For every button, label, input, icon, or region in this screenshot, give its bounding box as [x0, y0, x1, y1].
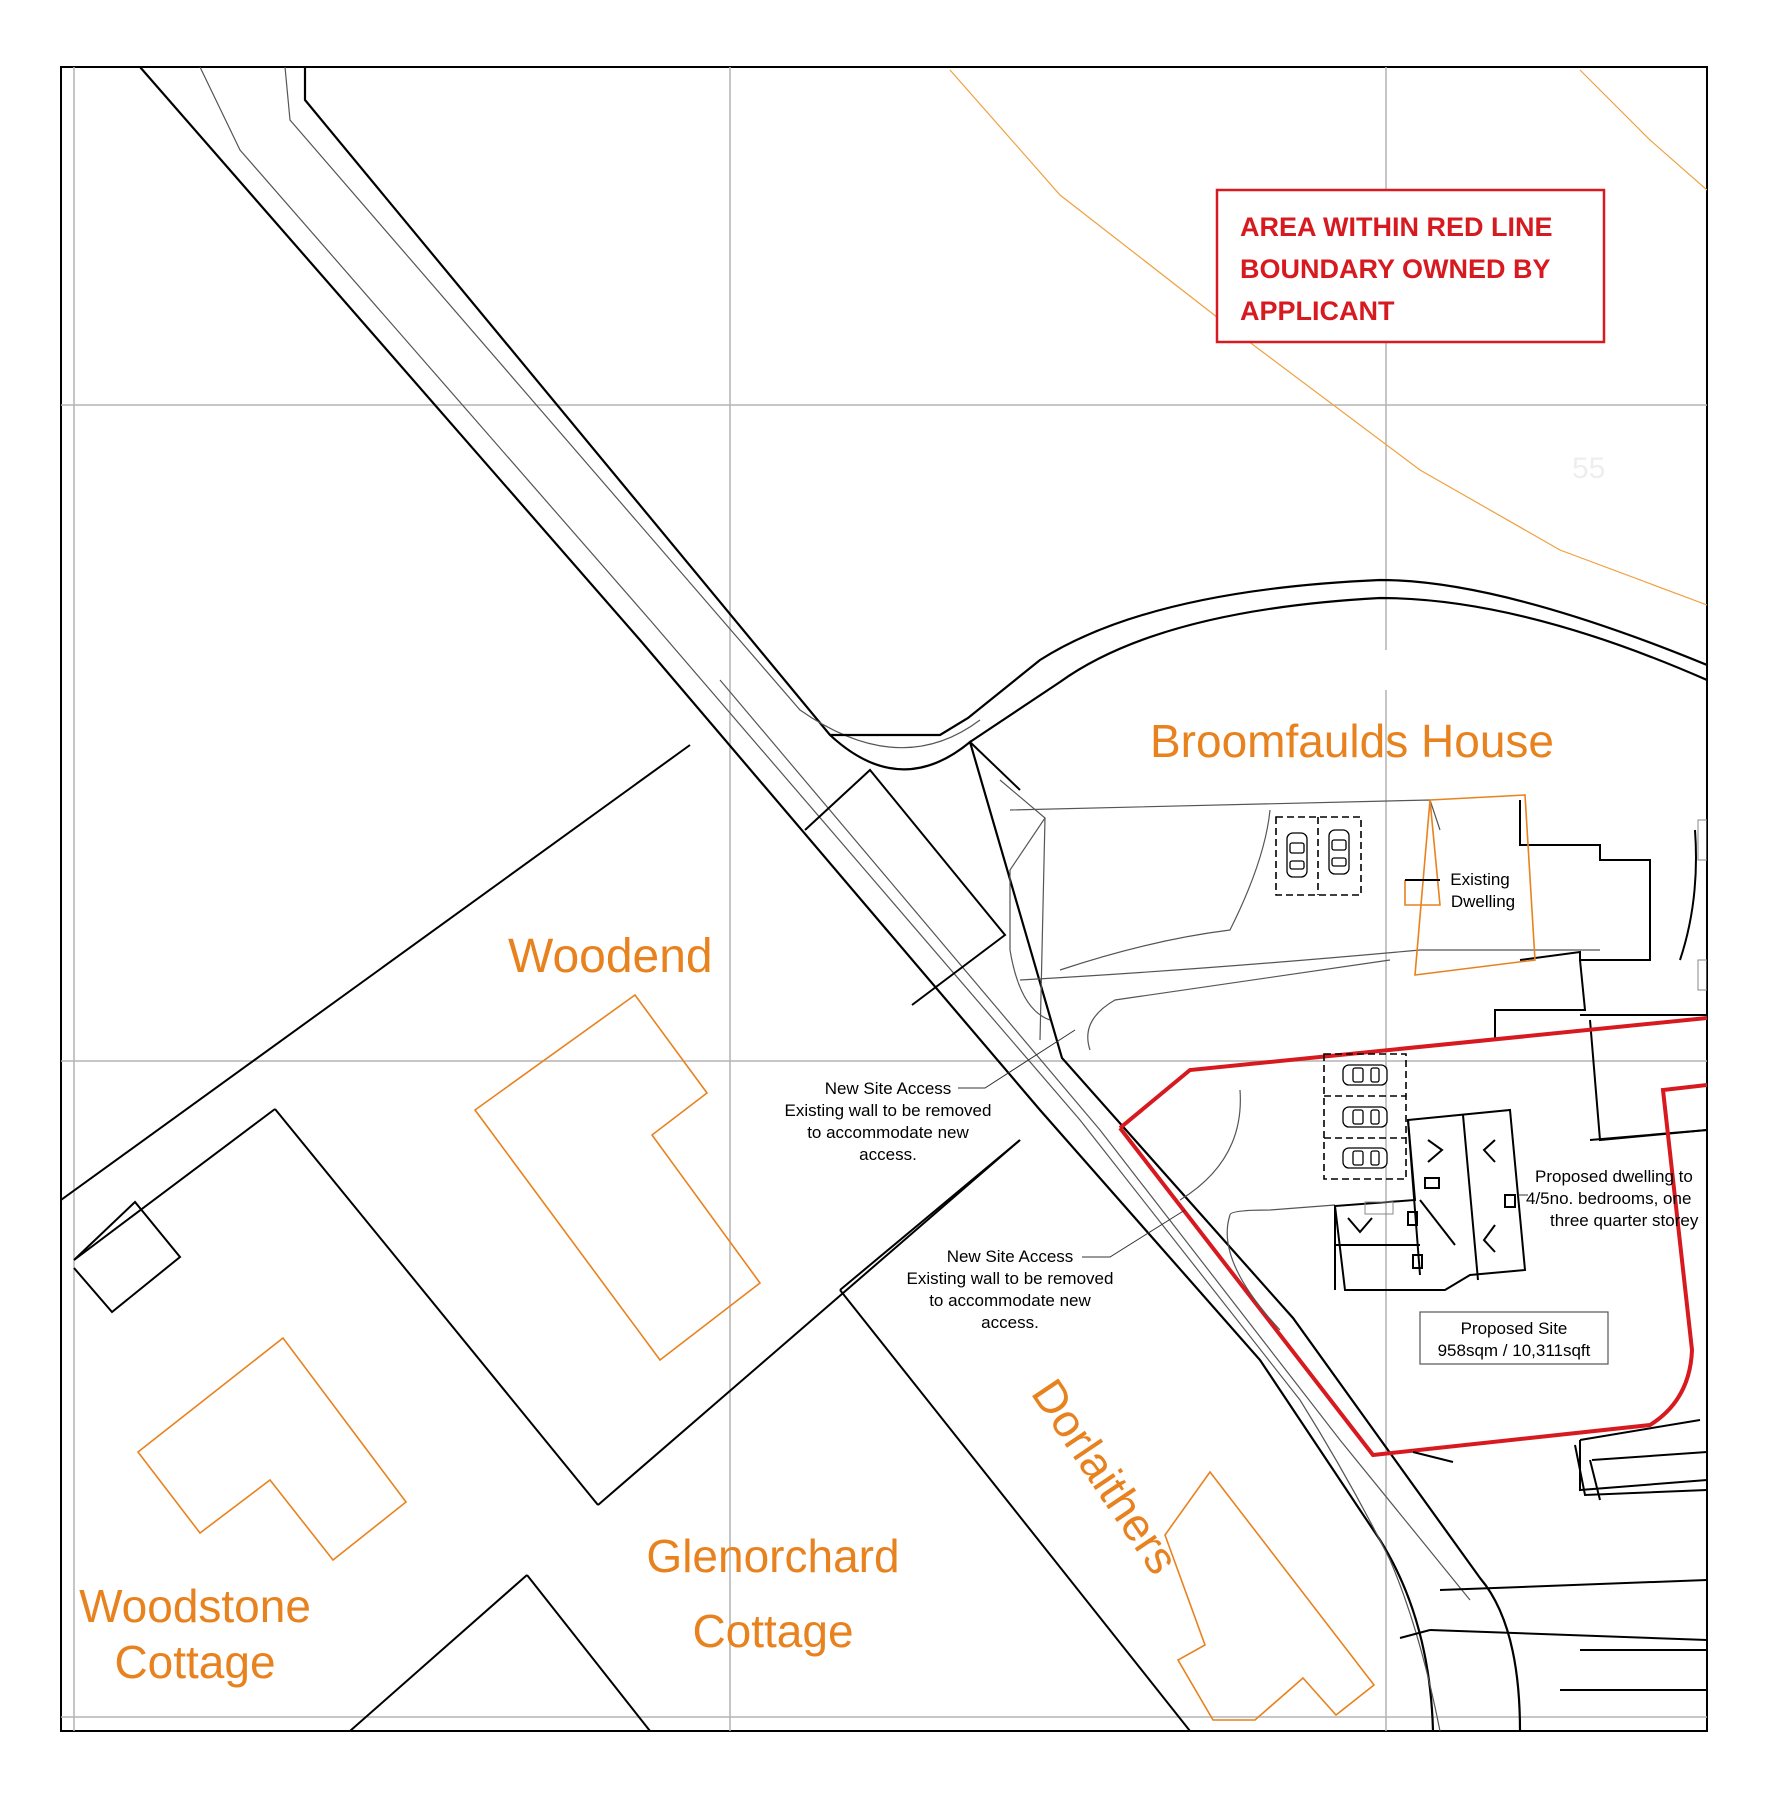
leader-lines [958, 1029, 1528, 1258]
place-label-glenorchard: Glenorchard [646, 1530, 899, 1582]
map-frame [60, 66, 1708, 1732]
legend-line-1: AREA WITHIN RED LINE [1240, 212, 1553, 242]
existing-parking [1275, 816, 1362, 896]
place-label-glenorchard-cottage: Cottage [692, 1605, 853, 1657]
contour-value: 55 [1572, 452, 1605, 485]
access-a-line-2: Existing wall to be removed [785, 1101, 992, 1120]
side-road [830, 578, 1707, 1041]
access-a-line-3: to accommodate new [807, 1123, 969, 1142]
place-label-woodstone-cottage: Cottage [114, 1636, 275, 1688]
south-east-parcels [1399, 1419, 1707, 1691]
proposed-site-area-box: Proposed Site 958sqm / 10,311sqft [1419, 1311, 1609, 1365]
proposed-site-layout [1179, 1053, 1527, 1331]
site-area-box [1419, 1311, 1609, 1365]
place-label-woodstone: Woodstone [79, 1580, 311, 1632]
new-site-access-note-a: New Site Access Existing wall to be remo… [785, 1079, 992, 1164]
proposed-dwelling-line-1: Proposed dwelling to [1535, 1167, 1693, 1186]
proposed-dwelling-line-2: 4/5no. bedrooms, one [1526, 1189, 1691, 1208]
ownership-red-line-north [1118, 1016, 1707, 1130]
place-label-broomfaulds: Broomfaulds House [1150, 715, 1554, 767]
ownership-legend: AREA WITHIN RED LINE BOUNDARY OWNED BY A… [1215, 188, 1606, 344]
dorlaithers-building [1164, 1470, 1376, 1721]
access-b-line-2: Existing wall to be removed [907, 1269, 1114, 1288]
existing-dwelling-label-2: Dwelling [1451, 892, 1515, 911]
proposed-site-red-line [1118, 1083, 1707, 1458]
site-area-value: 958sqm / 10,311sqft [1438, 1341, 1591, 1360]
place-label-woodend: Woodend [508, 930, 713, 983]
legend-line-2: BOUNDARY OWNED BY [1240, 254, 1551, 284]
site-area-title: Proposed Site [1461, 1319, 1568, 1338]
map-grid [61, 67, 1707, 1731]
access-b-line-4: access. [981, 1313, 1039, 1332]
access-b-line-3: to accommodate new [929, 1291, 1091, 1310]
woodend-building [473, 993, 762, 1362]
broomfaulds-parcel [1009, 794, 1707, 1142]
woodstone-building [136, 1336, 408, 1562]
plot-boundaries [61, 741, 1191, 1731]
contour-lines [949, 69, 1707, 606]
legend-line-3: APPLICANT [1240, 296, 1395, 326]
new-site-access-note-b: New Site Access Existing wall to be remo… [907, 1247, 1114, 1332]
proposed-dwelling-note: Proposed dwelling to 4/5no. bedrooms, on… [1526, 1167, 1699, 1230]
existing-dwelling-label: Existing [1450, 870, 1510, 889]
legend-box [1215, 188, 1606, 344]
access-a-line-1: New Site Access [825, 1079, 952, 1098]
proposed-dwelling-line-3: three quarter storey [1550, 1211, 1699, 1230]
access-b-line-1: New Site Access [947, 1247, 1074, 1266]
access-a-line-4: access. [859, 1145, 917, 1164]
